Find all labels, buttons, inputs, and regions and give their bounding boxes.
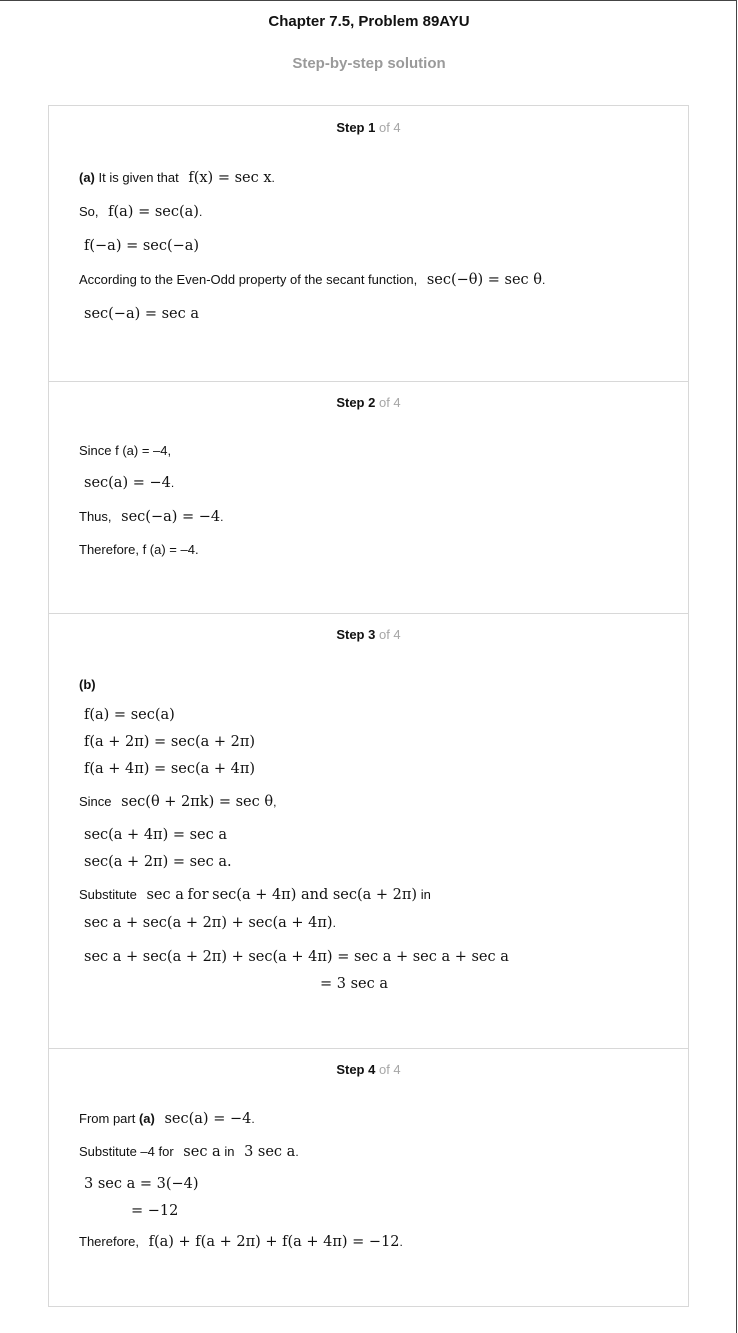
step-4-heading: Step 4 of 4 bbox=[336, 1062, 401, 1077]
step-1-heading: Step 1 of 4 bbox=[336, 120, 401, 135]
solution-container: Step 1 of 4 (a) It is given that f(x) = … bbox=[48, 105, 689, 1307]
step-1-line-5: sec(−a) = sec a bbox=[84, 306, 200, 322]
step-3-line-2: f(a) = sec(a) bbox=[84, 707, 175, 723]
step-2-heading: Step 2 of 4 bbox=[336, 395, 401, 410]
step-2-line-4: Therefore, f (a) = –4. bbox=[79, 542, 199, 557]
step-3-line-7: sec(a + 2π) = sec a. bbox=[84, 854, 232, 870]
step-3-line-9: sec a + sec(a + 2π) + sec(a + 4π). bbox=[84, 915, 336, 931]
page-title: Chapter 7.5, Problem 89AYU bbox=[268, 13, 470, 30]
step-4-line-3: 3 sec a = 3(−4) bbox=[84, 1176, 199, 1192]
step-2-line-2: sec(a) = −4. bbox=[84, 475, 175, 491]
step-3-section: Step 3 of 4 (b) f(a) = sec(a) f(a + 2π) … bbox=[49, 613, 688, 1049]
step-4-line-1: From part (a) sec(a) = −4. bbox=[79, 1111, 255, 1127]
step-1-line-3: f(−a) = sec(−a) bbox=[84, 238, 200, 254]
step-4-line-4: = −12 bbox=[131, 1203, 179, 1219]
step-3-line-11: = 3 sec a bbox=[320, 976, 388, 992]
step-3-heading: Step 3 of 4 bbox=[336, 627, 401, 642]
step-2-section: Step 2 of 4 Since f (a) = –4, sec(a) = −… bbox=[49, 381, 688, 614]
right-border bbox=[736, 0, 737, 1333]
step-1-line-2: So, f(a) = sec(a). bbox=[79, 204, 203, 220]
step-3-line-8: Substitute sec a for sec(a + 4π) and sec… bbox=[79, 887, 431, 903]
page-subtitle: Step-by-step solution bbox=[292, 55, 446, 72]
step-1-section: Step 1 of 4 (a) It is given that f(x) = … bbox=[49, 106, 688, 382]
step-1-line-4: According to the Even-Odd property of th… bbox=[79, 272, 546, 288]
step-1-line-1: (a) It is given that f(x) = sec x. bbox=[79, 170, 275, 186]
step-2-line-3: Thus, sec(−a) = −4. bbox=[79, 509, 224, 525]
step-3-line-3: f(a + 2π) = sec(a + 2π) bbox=[84, 734, 256, 750]
top-border bbox=[0, 0, 737, 1]
step-3-line-4: f(a + 4π) = sec(a + 4π) bbox=[84, 761, 256, 777]
step-3-line-1: (b) bbox=[79, 677, 96, 692]
step-3-line-5: Since sec(θ + 2πk) = sec θ, bbox=[79, 794, 277, 810]
step-4-line-5: Therefore, f(a) + f(a + 2π) + f(a + 4π) … bbox=[79, 1234, 403, 1250]
step-4-section: Step 4 of 4 From part (a) sec(a) = −4. S… bbox=[49, 1048, 688, 1306]
step-4-line-2: Substitute –4 for sec a in 3 sec a. bbox=[79, 1144, 299, 1160]
step-3-line-6: sec(a + 4π) = sec a bbox=[84, 827, 227, 843]
step-3-line-10: sec a + sec(a + 2π) + sec(a + 4π) = sec … bbox=[84, 949, 509, 965]
step-2-line-1: Since f (a) = –4, bbox=[79, 443, 172, 458]
